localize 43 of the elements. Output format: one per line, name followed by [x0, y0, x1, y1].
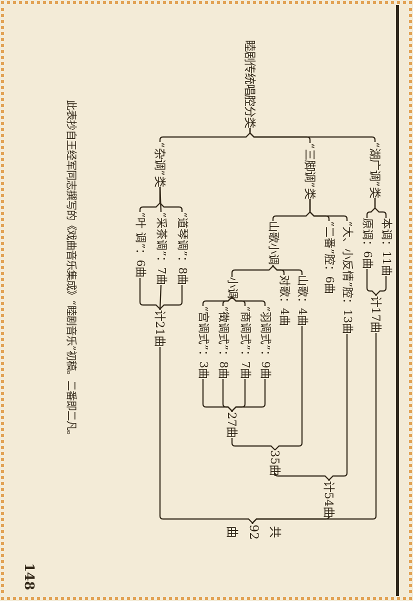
item-label: “大、小反情”腔：13曲 — [340, 221, 354, 334]
bracket-connector — [202, 379, 233, 412]
item-label: “商调式”：7曲 — [238, 306, 252, 380]
item-label: 对歌：4曲 — [277, 275, 291, 326]
page-number: 148 — [20, 563, 36, 590]
bracket-connector — [366, 198, 376, 218]
bracket-connector — [159, 284, 162, 310]
bracket-connector — [202, 296, 233, 306]
root-label: 睦剧传统唱腔分类 — [242, 40, 258, 128]
item-label: 原调：6曲 — [360, 218, 374, 269]
item-label: “羽调式”：9曲 — [258, 306, 272, 380]
bracket-connector — [231, 296, 246, 306]
item-label: “道琴调”：8曲 — [175, 212, 189, 286]
total-label: 35曲 — [268, 450, 282, 476]
total-label: 计54曲 — [322, 481, 336, 518]
total-label: 计21曲 — [152, 310, 168, 347]
bracket-connector — [139, 278, 161, 310]
bracket-connector — [159, 347, 254, 524]
category-label: “杂调”类 — [152, 142, 168, 187]
category-label: “湖广调”类 — [368, 142, 382, 198]
grand-total-label: 共92曲 — [220, 524, 286, 540]
bracket-connector — [366, 269, 377, 296]
total-label: 计17曲 — [368, 296, 384, 333]
item-label: “宫调式”：3曲 — [196, 306, 210, 380]
total-label: 27曲 — [224, 412, 240, 438]
bracket-connector — [159, 285, 183, 310]
item-label: 山歌：4曲 — [295, 275, 309, 326]
footnote-text: 此表抄自王经军同志撰写的《戏曲音乐集成》“睦剧音乐”初稿。二番即二凡。 — [64, 100, 77, 441]
bracket-connector — [272, 264, 285, 275]
bracket-connector — [231, 264, 274, 277]
bracket-connector — [274, 326, 303, 451]
subcategory-label: 山歌小调 — [266, 221, 280, 265]
bracket-connector — [375, 276, 387, 296]
bracket-connector — [139, 187, 161, 212]
item-label: “徵调式”：8曲 — [216, 306, 230, 380]
item-label: “采茶调”：7曲 — [154, 212, 168, 286]
item-label: “二番”腔：6曲 — [322, 221, 336, 294]
category-label: “三脚调”类 — [302, 143, 318, 199]
bracket-connector — [252, 515, 330, 524]
bracket-connector — [231, 379, 246, 412]
bracket-connector — [328, 334, 348, 482]
item-label: “叶 调”：6曲 — [133, 212, 147, 278]
item-label: 本调：11曲 — [379, 218, 393, 276]
